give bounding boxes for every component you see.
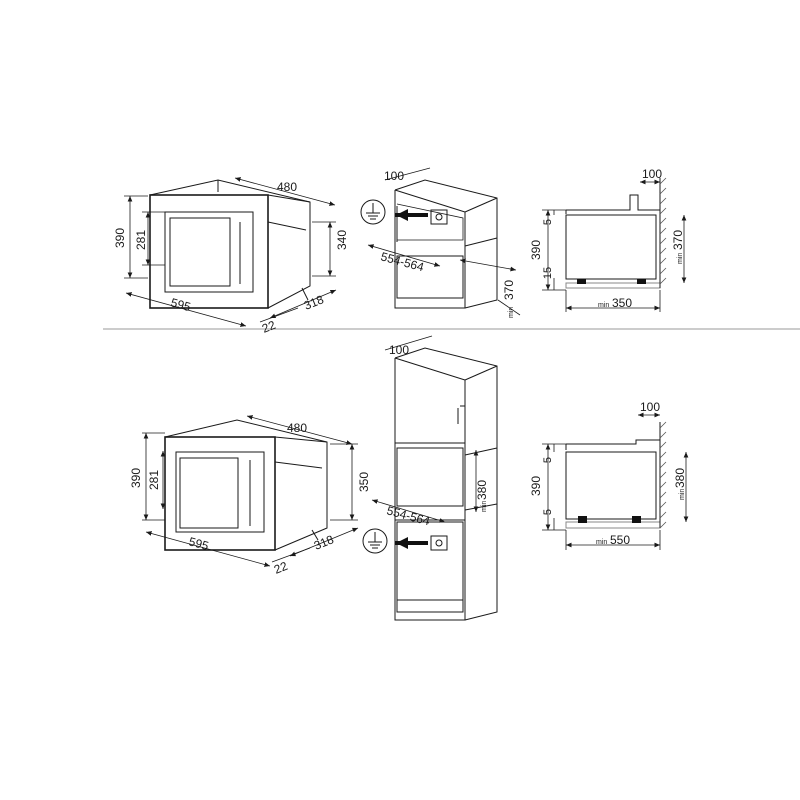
bottom-appliance-height: 390 (129, 468, 143, 488)
top-appliance-height: 390 (113, 228, 127, 248)
top-side-niche-height: 370 (671, 230, 685, 250)
top-side-niche-min: min (677, 253, 684, 264)
bottom-side-depth-min: min (596, 539, 607, 546)
bottom-appliance-depth: 480 (287, 421, 307, 435)
top-side-section-drawing: 100 390 5 15 min 370 min 350 (529, 167, 687, 312)
top-side-depth: 350 (612, 296, 632, 310)
top-appliance-door-height: 281 (134, 230, 148, 250)
top-appliance-body-height: 340 (335, 230, 349, 250)
bottom-appliance-door-thickness: 22 (272, 559, 290, 577)
top-appliance-depth: 480 (277, 180, 297, 194)
bottom-side-niche-height: 380 (673, 468, 687, 488)
bottom-appliance-body-height: 350 (357, 472, 371, 492)
bottom-column-offset: 100 (389, 343, 409, 357)
bottom-side-section-drawing: 100 390 5 5 min 380 min 550 (529, 400, 689, 550)
top-side-gap-top: 5 (542, 219, 554, 225)
top-cabinet-min-label: min (508, 307, 515, 318)
top-cabinet-niche-width: 554-564 (379, 249, 425, 274)
ground-icon (362, 528, 388, 554)
top-cabinet-offset: 100 (384, 169, 404, 183)
top-appliance-drawing: 480 390 281 340 595 318 22 (113, 177, 349, 336)
bottom-side-gap-top: 5 (542, 457, 554, 463)
bottom-appliance-width: 595 (187, 534, 210, 553)
bottom-appliance-door-height: 281 (147, 470, 161, 490)
bottom-side-niche-min: min (679, 489, 686, 500)
bottom-side-gap-bottom: 5 (542, 509, 554, 515)
top-appliance-door-thickness: 22 (260, 318, 278, 336)
bottom-column-drawing: 100 554-564 min 380 (362, 335, 498, 621)
bottom-column-min-label: min (481, 501, 488, 512)
bottom-column-niche-height: 380 (475, 480, 489, 500)
top-side-gap-bottom: 15 (542, 267, 554, 279)
bottom-side-height: 390 (529, 476, 543, 496)
bottom-side-offset: 100 (640, 400, 660, 414)
top-side-offset: 100 (642, 167, 662, 181)
bottom-appliance-drawing: 480 390 281 350 595 318 22 (129, 415, 371, 577)
bottom-side-depth: 550 (610, 533, 630, 547)
top-cabinet-niche-height: 370 (502, 280, 516, 300)
top-cabinet-drawing: 100 554-564 min 370 (360, 167, 521, 318)
top-side-depth-min: min (598, 302, 609, 309)
bottom-column-niche-width: 554-564 (385, 503, 431, 528)
top-appliance-width: 595 (169, 295, 192, 314)
ground-icon (360, 199, 386, 225)
top-side-height: 390 (529, 240, 543, 260)
